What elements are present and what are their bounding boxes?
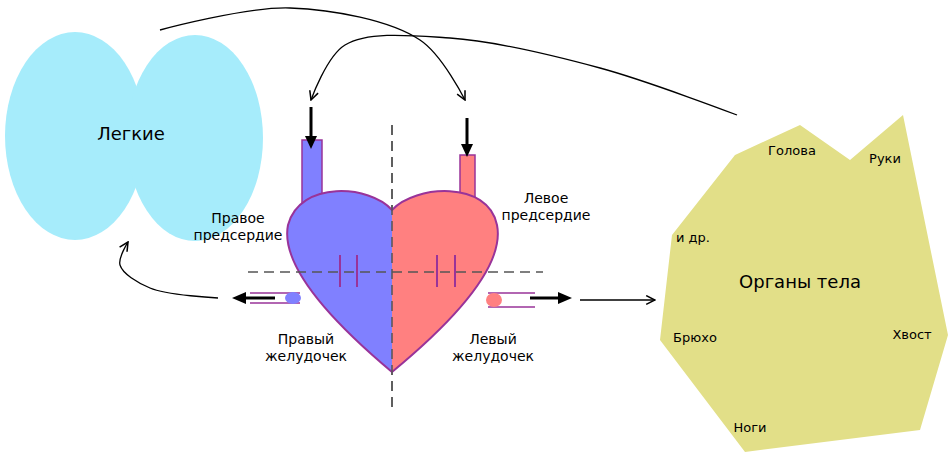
body-part-label: и др. — [676, 230, 710, 246]
heart-chamber: Левый желудочек — [392, 272, 580, 372]
body-part-label: Руки — [869, 151, 901, 167]
valve-mark — [339, 255, 341, 287]
valve-mark — [356, 255, 358, 287]
organs-shape: Органы тела ГоловаРуки и др. Брюхо ХвостНоги — [655, 115, 950, 455]
vessel-bump — [285, 292, 301, 304]
node-label: Легкие — [97, 123, 165, 145]
flow-connector — [580, 299, 655, 300]
body-part-label: Ноги — [733, 420, 766, 436]
organs-polygon — [660, 115, 948, 452]
flow-arrow-head — [305, 136, 317, 149]
body-part-label: Голова — [768, 143, 816, 159]
valve-mark — [454, 255, 456, 287]
vessel-bump — [486, 293, 502, 307]
flow-arrow-head — [558, 292, 572, 304]
lungs-shape: Легкие — [5, 30, 263, 242]
flow-arrow — [243, 297, 275, 300]
body-part-label: Брюхо — [673, 330, 717, 346]
flow-arrow — [466, 118, 469, 147]
dashed-axis — [248, 271, 543, 273]
body-part-label: Хвост — [892, 327, 931, 343]
node-label: Правое предсердие — [188, 210, 288, 244]
heart-chamber: Правое предсердие — [290, 100, 392, 272]
heart-chamber: Правый желудочек — [218, 272, 392, 372]
flow-arrow-head — [461, 144, 473, 157]
node-label: Органы тела — [739, 271, 861, 293]
flow-arrow-head — [232, 292, 246, 304]
node-label: Правый желудочек — [256, 331, 356, 365]
flow-connector — [120, 242, 218, 298]
flow-arrow — [530, 297, 561, 300]
valve-mark — [436, 255, 438, 287]
node-label: Левый желудочек — [443, 331, 543, 365]
flow-arrow — [310, 107, 313, 139]
heart-chamber: Левое предсердие — [392, 100, 502, 272]
dashed-axis — [391, 125, 393, 408]
flow-connector — [311, 35, 737, 115]
node-label: Левое предсердие — [496, 190, 596, 224]
